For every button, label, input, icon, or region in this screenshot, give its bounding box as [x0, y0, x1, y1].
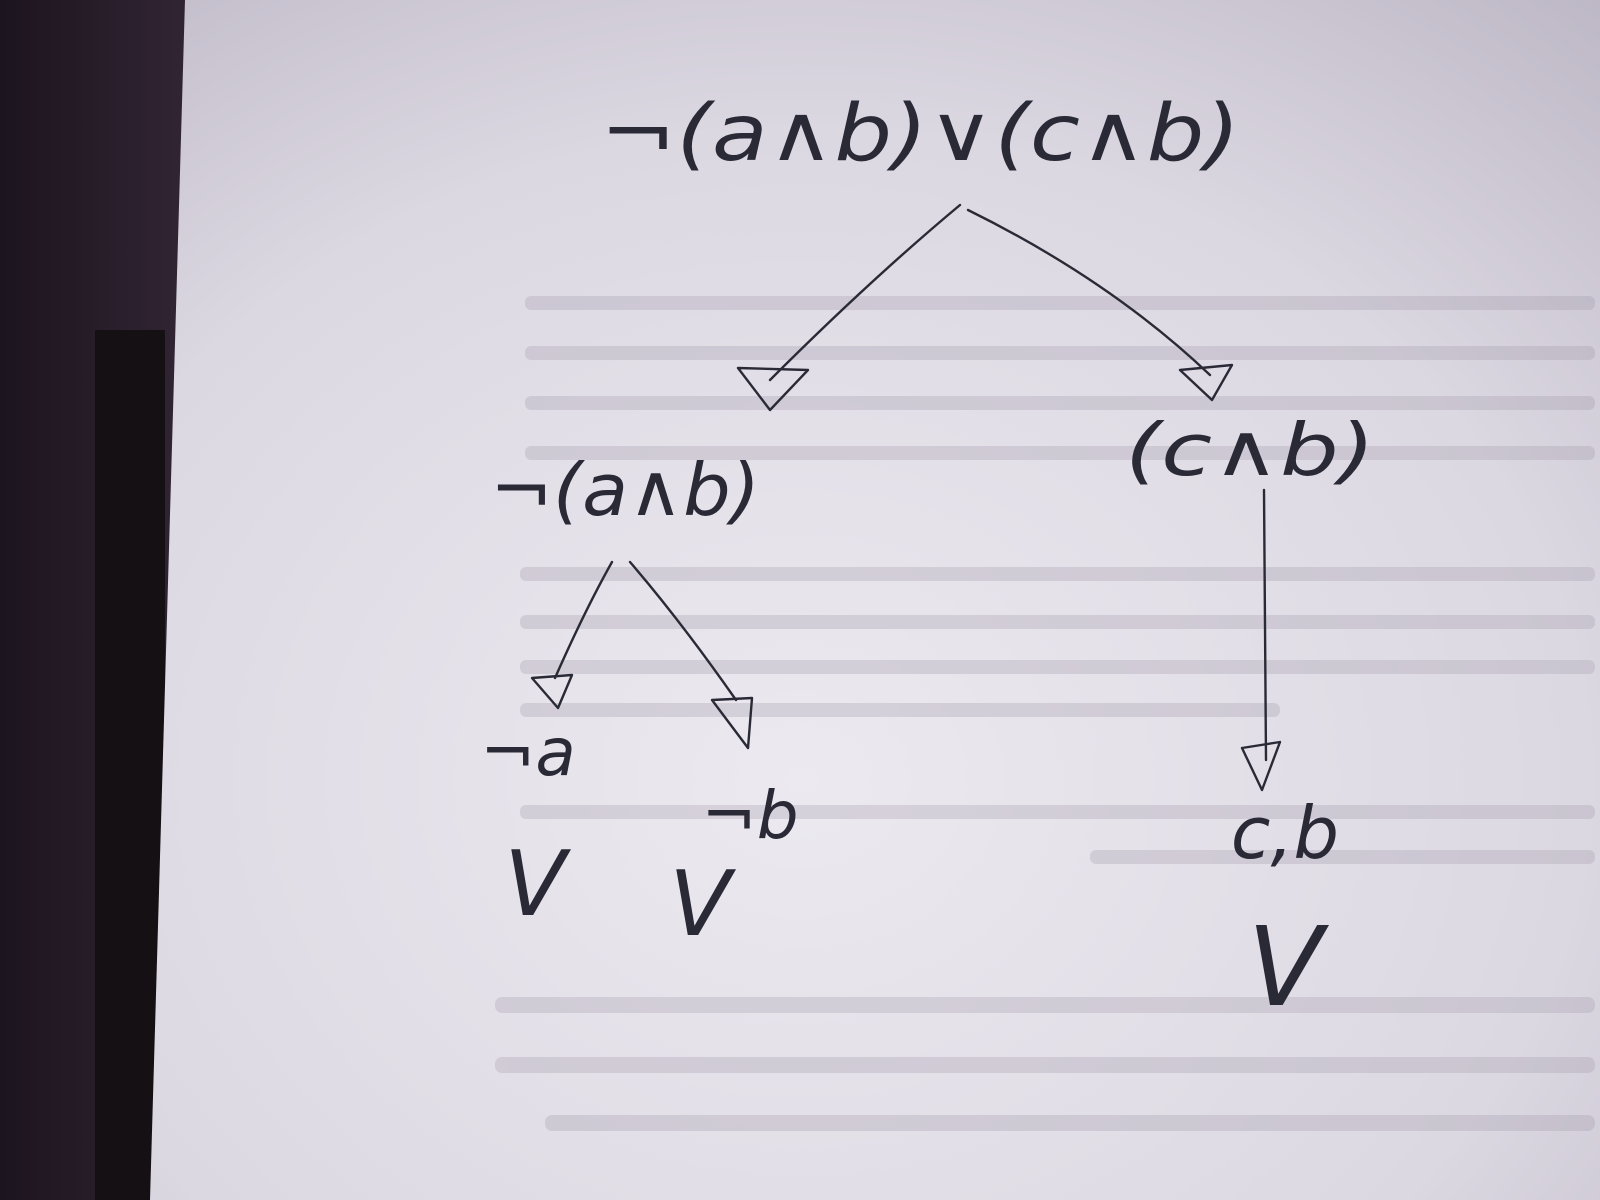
node-right: (c∧b)	[1125, 408, 1375, 492]
node-left-right: ¬b	[701, 777, 798, 854]
arrow-left-leftleft-icon	[530, 673, 574, 710]
node-root: ¬(a∧b)∨(c∧b)	[600, 89, 1240, 179]
edge-right-child	[1262, 488, 1268, 762]
edge-root-left	[768, 203, 962, 382]
arrow-root-left-icon	[736, 366, 810, 412]
edge-left-leftleft	[553, 560, 614, 680]
check-left-right-icon: V	[669, 852, 736, 957]
node-left-left: ¬a	[480, 714, 576, 791]
edge-root-right	[966, 208, 1212, 377]
check-right-icon: V	[1247, 903, 1329, 1031]
arrow-left-leftright-icon	[710, 696, 754, 750]
edge-left-leftright	[628, 560, 738, 702]
node-left: ¬(a∧b)	[490, 448, 760, 532]
arrow-root-right-icon	[1178, 363, 1234, 402]
check-left-left-icon: V	[504, 832, 571, 937]
node-right-child: c,b	[1231, 791, 1339, 875]
arrow-right-child-icon	[1240, 740, 1282, 792]
binder-strip	[95, 330, 165, 1200]
